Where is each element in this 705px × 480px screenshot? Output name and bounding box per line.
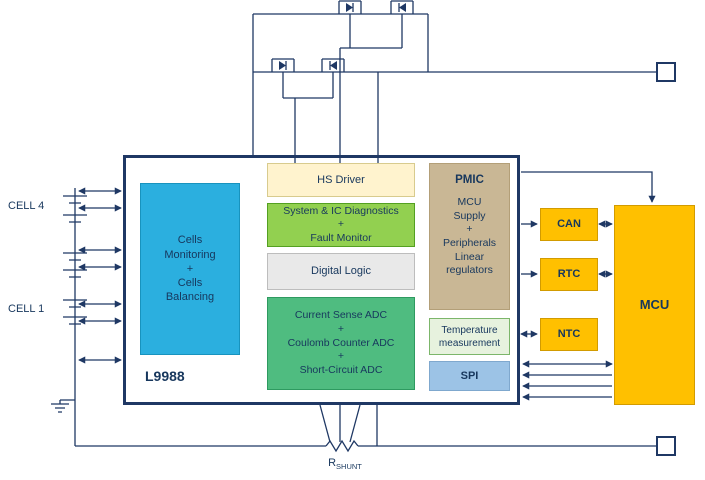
shunt-sense-lines <box>319 404 378 446</box>
ground-icon <box>51 399 75 413</box>
cell1-label: CELL 1 <box>8 303 45 315</box>
pmic-title: PMIC <box>455 174 484 186</box>
battery-stack <box>63 188 87 446</box>
power-rails <box>252 13 656 155</box>
can-block: CAN <box>540 208 598 241</box>
pmic-description: MCU Supply + Peripherals Linear regulato… <box>442 195 497 277</box>
shunt-label-subscript: SHUNT <box>336 462 362 472</box>
cells-monitoring-block: Cells Monitoring + Cells Balancing <box>140 183 240 355</box>
gate-drive-lines <box>282 14 403 163</box>
hs-driver-block: HS Driver <box>267 163 415 197</box>
rtc-block: RTC <box>540 258 598 291</box>
pack-terminal-bottom <box>656 436 676 456</box>
battery-cell-icon <box>63 195 87 223</box>
mcu-supply-line <box>521 171 656 203</box>
shunt-resistor-icon <box>325 439 359 453</box>
shunt-label-prefix: R <box>328 457 337 469</box>
battery-cell-icon <box>63 299 87 325</box>
ntc-block: NTC <box>540 318 598 351</box>
adc-block: Current Sense ADC + Coulomb Counter ADC … <box>267 297 415 390</box>
mosfet-icon <box>390 0 414 15</box>
pack-terminal-top <box>656 62 676 82</box>
temperature-measurement-block: Temperature measurement <box>429 318 510 355</box>
digital-logic-block: Digital Logic <box>267 253 415 290</box>
mcu-block: MCU <box>614 205 695 405</box>
battery-cell-icon <box>63 252 87 278</box>
cell4-label: CELL 4 <box>8 200 45 212</box>
mosfet-icon <box>338 0 362 15</box>
cell-tap-arrows <box>78 187 122 364</box>
shunt-resistor-label: RSHUNT <box>313 457 377 471</box>
l9988-chip-outline <box>123 155 520 405</box>
mosfet-icon <box>321 58 345 73</box>
pmic-block: PMIC MCU Supply + Peripherals Linear reg… <box>429 163 510 310</box>
spi-bus-lines <box>522 360 613 401</box>
spi-block: SPI <box>429 361 510 391</box>
diagnostics-block: System & IC Diagnostics + Fault Monitor <box>267 203 415 247</box>
mosfet-icon <box>271 58 295 73</box>
chip-name-label: L9988 <box>145 368 185 384</box>
